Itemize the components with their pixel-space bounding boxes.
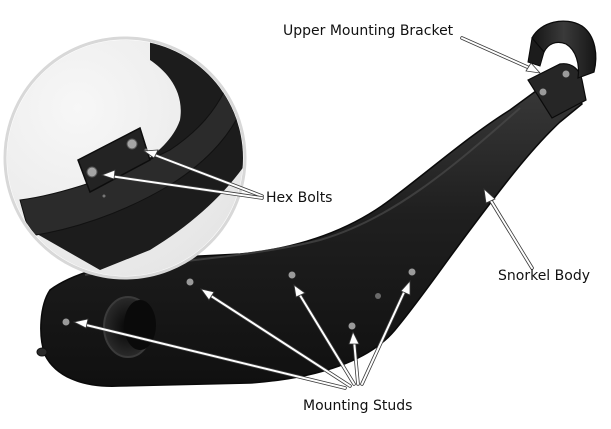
leader-snorkel-body — [483, 187, 534, 270]
snorkel-body-shape — [40, 74, 583, 387]
upper-bracket-bolts — [539, 70, 570, 96]
bracket-bolt — [562, 70, 570, 78]
leader-lines — [72, 36, 542, 390]
leader-upper-bracket — [460, 36, 542, 74]
leader-hex-bolts — [100, 149, 264, 200]
hex-bolt — [86, 166, 98, 178]
zoom-inset — [3, 36, 247, 280]
label-snorkel-body: Snorkel Body — [498, 268, 590, 284]
snorkel-head-elbow — [531, 20, 597, 79]
label-upper-mounting-bracket: Upper Mounting Bracket — [283, 23, 454, 39]
snorkel-body — [36, 20, 597, 387]
mounting-stud — [375, 293, 381, 299]
snorkel-head-neck — [527, 36, 545, 67]
bottom-tab — [36, 347, 48, 357]
leader-mounting-studs — [72, 279, 411, 390]
mounting-studs-group — [62, 268, 416, 330]
mounting-stud — [408, 268, 416, 276]
zoom-detail-dot — [102, 194, 106, 198]
upper-bracket-plate — [527, 63, 587, 119]
mounting-stud — [186, 278, 194, 286]
mounting-stud — [348, 322, 356, 330]
bracket-bolt — [539, 88, 547, 96]
label-hex-bolts: Hex Bolts — [266, 190, 333, 206]
mounting-stud — [288, 271, 296, 279]
label-mounting-studs: Mounting Studs — [303, 398, 413, 414]
hex-bolt — [126, 138, 138, 150]
mounting-stud — [62, 318, 70, 326]
